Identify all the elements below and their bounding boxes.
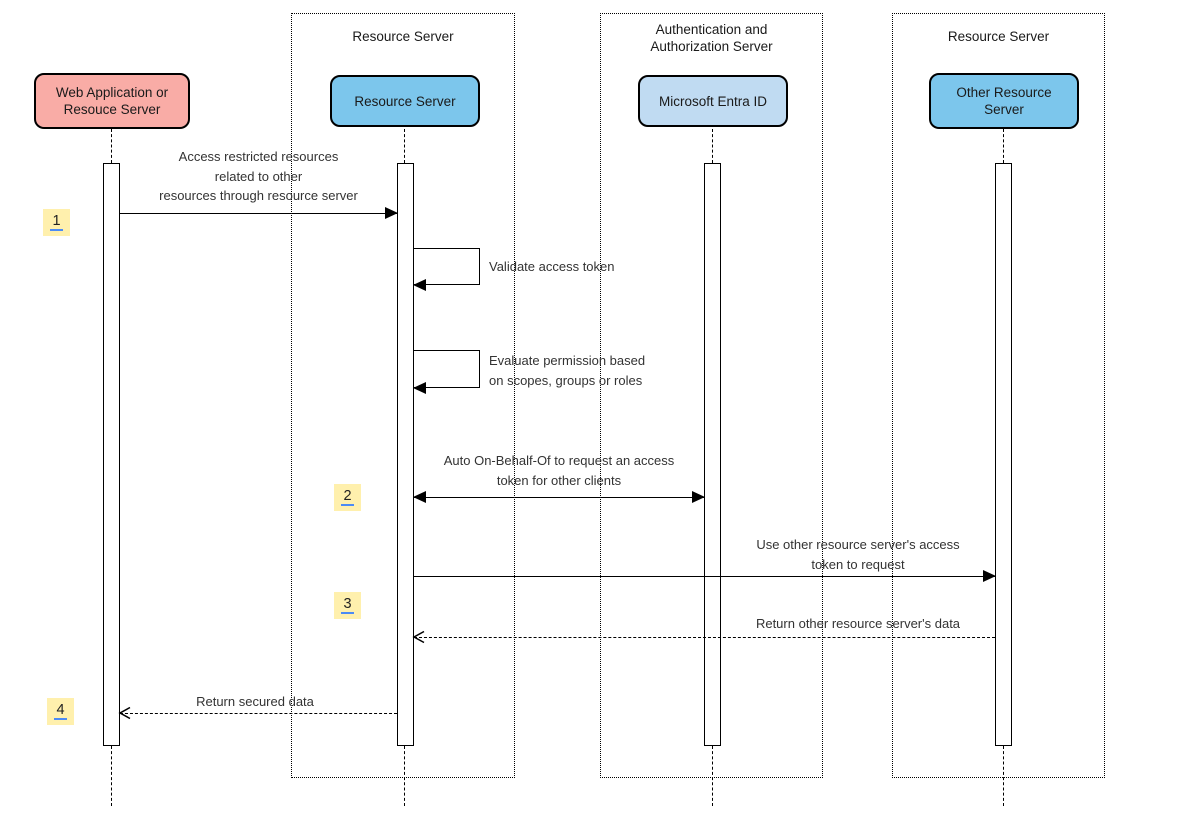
lifeline-other-resource-tail	[1003, 746, 1004, 806]
filled-arrowhead-icon	[692, 491, 705, 504]
actor-label: Other Resource Server	[956, 85, 1052, 117]
container-resource-server: Resource Server	[291, 13, 515, 778]
actor-label: Resource Server	[354, 93, 456, 109]
step-badge-1[interactable]: 1	[43, 209, 70, 236]
self-message-evaluate-permission-loop	[413, 350, 480, 394]
message-validate-token-label: Validate access token	[489, 257, 615, 277]
lifeline-other-resource	[1003, 129, 1004, 163]
label-line: Use other resource server's access	[756, 537, 960, 552]
label-line: Return secured data	[196, 694, 314, 709]
activation-bar-entra-id	[704, 163, 721, 746]
message-return-secured-arrow	[118, 706, 397, 720]
step-number: 4	[53, 702, 68, 721]
actor-resource-server: Resource Server	[330, 75, 480, 127]
open-arrowhead-icon	[118, 706, 131, 720]
filled-arrowhead-icon	[983, 570, 996, 583]
label-line: Auto On-Behalf-Of to request an access	[443, 453, 675, 468]
container-auth-server: Authentication and Authorization Server	[600, 13, 823, 778]
container-other-resource-server: Resource Server	[892, 13, 1105, 778]
step-badge-2[interactable]: 2	[334, 484, 361, 511]
message-return-secured-label: Return secured data	[120, 692, 390, 712]
container-title: Resource Server	[947, 29, 1050, 44]
lifeline-entra-id	[712, 129, 713, 163]
filled-arrowhead-icon	[413, 382, 426, 394]
container-title: Authentication and Authorization Server	[650, 22, 773, 54]
activation-bar-webapp	[103, 163, 120, 746]
actor-label: Web Application or Resouce Server	[55, 85, 169, 117]
label-line: resources through resource server	[159, 188, 358, 203]
step-number: 2	[340, 488, 355, 507]
lifeline-entra-id-tail	[712, 746, 713, 806]
lifeline-resource-server-tail	[404, 746, 405, 806]
message-evaluate-permission-label: Evaluate permission based on scopes, gro…	[489, 351, 645, 390]
filled-arrowhead-icon	[413, 491, 426, 504]
step-badge-3[interactable]: 3	[334, 592, 361, 619]
actor-web-application: Web Application or Resouce Server	[34, 73, 190, 129]
label-line: token for other clients	[496, 472, 622, 488]
actor-label: Microsoft Entra ID	[658, 93, 768, 109]
label-line: Access restricted resources	[178, 149, 339, 164]
message-on-behalf-of-arrow	[413, 491, 705, 504]
label-line: Validate access token	[489, 259, 615, 274]
self-message-validate-token-loop	[413, 248, 480, 291]
actor-other-resource-server: Other Resource Server	[929, 73, 1079, 129]
container-title: Resource Server	[352, 29, 454, 44]
lifeline-webapp	[111, 129, 112, 163]
open-arrowhead-icon	[412, 630, 425, 644]
message-return-other-data-label: Return other resource server's data	[713, 614, 1003, 634]
message-return-other-data-arrow	[412, 630, 995, 644]
message-access-restricted-arrow	[120, 207, 398, 220]
lifeline-webapp-tail	[111, 746, 112, 806]
step-number: 3	[340, 596, 355, 615]
activation-bar-other-resource	[995, 163, 1012, 746]
lifeline-resource-server	[404, 129, 405, 163]
label-line: on scopes, groups or roles	[489, 372, 643, 388]
activation-bar-resource-server	[397, 163, 414, 746]
message-on-behalf-of-label: Auto On-Behalf-Of to request an access t…	[414, 451, 704, 490]
label-line: related to other	[214, 168, 303, 184]
label-line: Return other resource server's data	[755, 616, 961, 631]
filled-arrowhead-icon	[385, 207, 398, 220]
message-use-token-arrow	[414, 570, 996, 583]
label-line: Evaluate permission based	[489, 353, 646, 368]
step-badge-4[interactable]: 4	[47, 698, 74, 725]
message-use-token-label: Use other resource server's access token…	[713, 535, 1003, 574]
actor-microsoft-entra-id: Microsoft Entra ID	[638, 75, 788, 127]
label-line: token to request	[811, 556, 905, 572]
filled-arrowhead-icon	[413, 279, 426, 291]
message-access-restricted-label: Access restricted resources related to o…	[120, 147, 397, 206]
step-number: 1	[49, 213, 64, 232]
